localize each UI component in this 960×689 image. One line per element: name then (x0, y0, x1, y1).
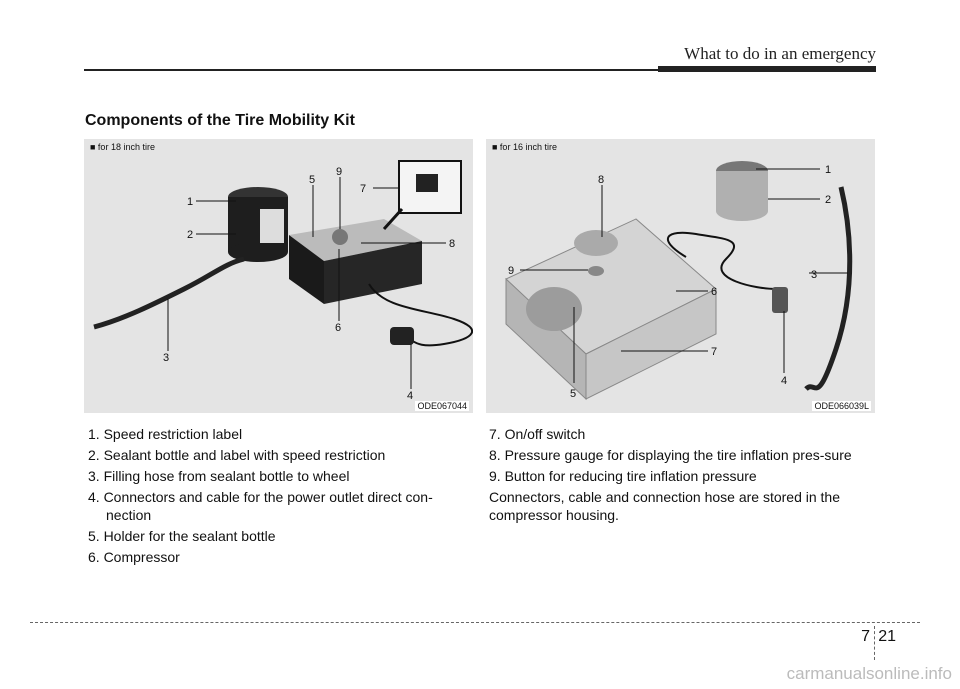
callout-7: 7 (711, 346, 717, 358)
page-number: 21 (878, 628, 896, 645)
callout-1: 1 (825, 164, 831, 176)
callout-6: 6 (711, 286, 717, 298)
watermark: carmanualsonline.info (786, 664, 952, 683)
callout-5: 5 (309, 174, 315, 186)
figure-16-inch: 1 2 3 4 5 6 7 8 9 ■ for 16 inch tire ODE… (486, 139, 875, 413)
figure-caption: ■ for 18 inch tire (90, 142, 155, 152)
list-item: 2. Sealant bottle and label with speed r… (88, 447, 386, 463)
callout-8: 8 (449, 238, 455, 250)
figure-16-inch-illustration: 1 2 3 4 5 6 7 8 9 (505, 161, 853, 401)
list-item: 9. Button for reducing tire inflation pr… (489, 468, 757, 484)
callout-8: 8 (598, 174, 604, 186)
header-rule-thick (658, 66, 876, 72)
callout-7: 7 (360, 183, 366, 195)
figure-code: ODE067044 (415, 401, 469, 411)
figure-18-inch-illustration: 1 2 3 4 5 6 7 8 9 (93, 160, 473, 402)
header-section-title: What to do in an emergency (684, 44, 876, 63)
callout-5: 5 (570, 388, 576, 400)
callout-2: 2 (825, 194, 831, 206)
footer-rule (30, 622, 920, 623)
list-item: 6. Compressor (88, 549, 180, 565)
callout-9: 9 (336, 166, 342, 178)
callout-3: 3 (163, 352, 169, 364)
page-number-divider (874, 626, 876, 660)
component-list-right: 7. On/off switch 8. Pressure gauge for d… (489, 425, 879, 524)
figure-caption: ■ for 16 inch tire (492, 142, 557, 152)
header-rule (84, 69, 876, 71)
list-item: 3. Filling hose from sealant bottle to w… (88, 468, 350, 484)
figure-code: ODE066039L (812, 401, 871, 411)
callout-9: 9 (508, 265, 514, 277)
list-item: 4. Connectors and cable for the power ou… (88, 489, 433, 523)
list-item: 5. Holder for the sealant bottle (88, 528, 276, 544)
callout-3: 3 (811, 269, 817, 281)
callout-1: 1 (187, 196, 193, 208)
component-list-left: 1. Speed restriction label 2. Sealant bo… (88, 425, 468, 569)
callout-4: 4 (781, 375, 787, 387)
figure-18-inch: 1 2 3 4 5 6 7 8 9 ■ for 18 inch tire ODE… (84, 139, 473, 413)
list-item: 7. On/off switch (489, 426, 586, 442)
callout-4: 4 (407, 390, 413, 402)
list-item: 1. Speed restriction label (88, 426, 243, 442)
page-chapter-number: 7 (861, 628, 870, 645)
callout-2: 2 (187, 229, 193, 241)
storage-note: Connectors, cable and connection hose ar… (489, 489, 841, 523)
section-title: Components of the Tire Mobility Kit (85, 112, 355, 129)
list-item: 8. Pressure gauge for displaying the tir… (489, 447, 852, 463)
callout-6: 6 (335, 322, 341, 334)
